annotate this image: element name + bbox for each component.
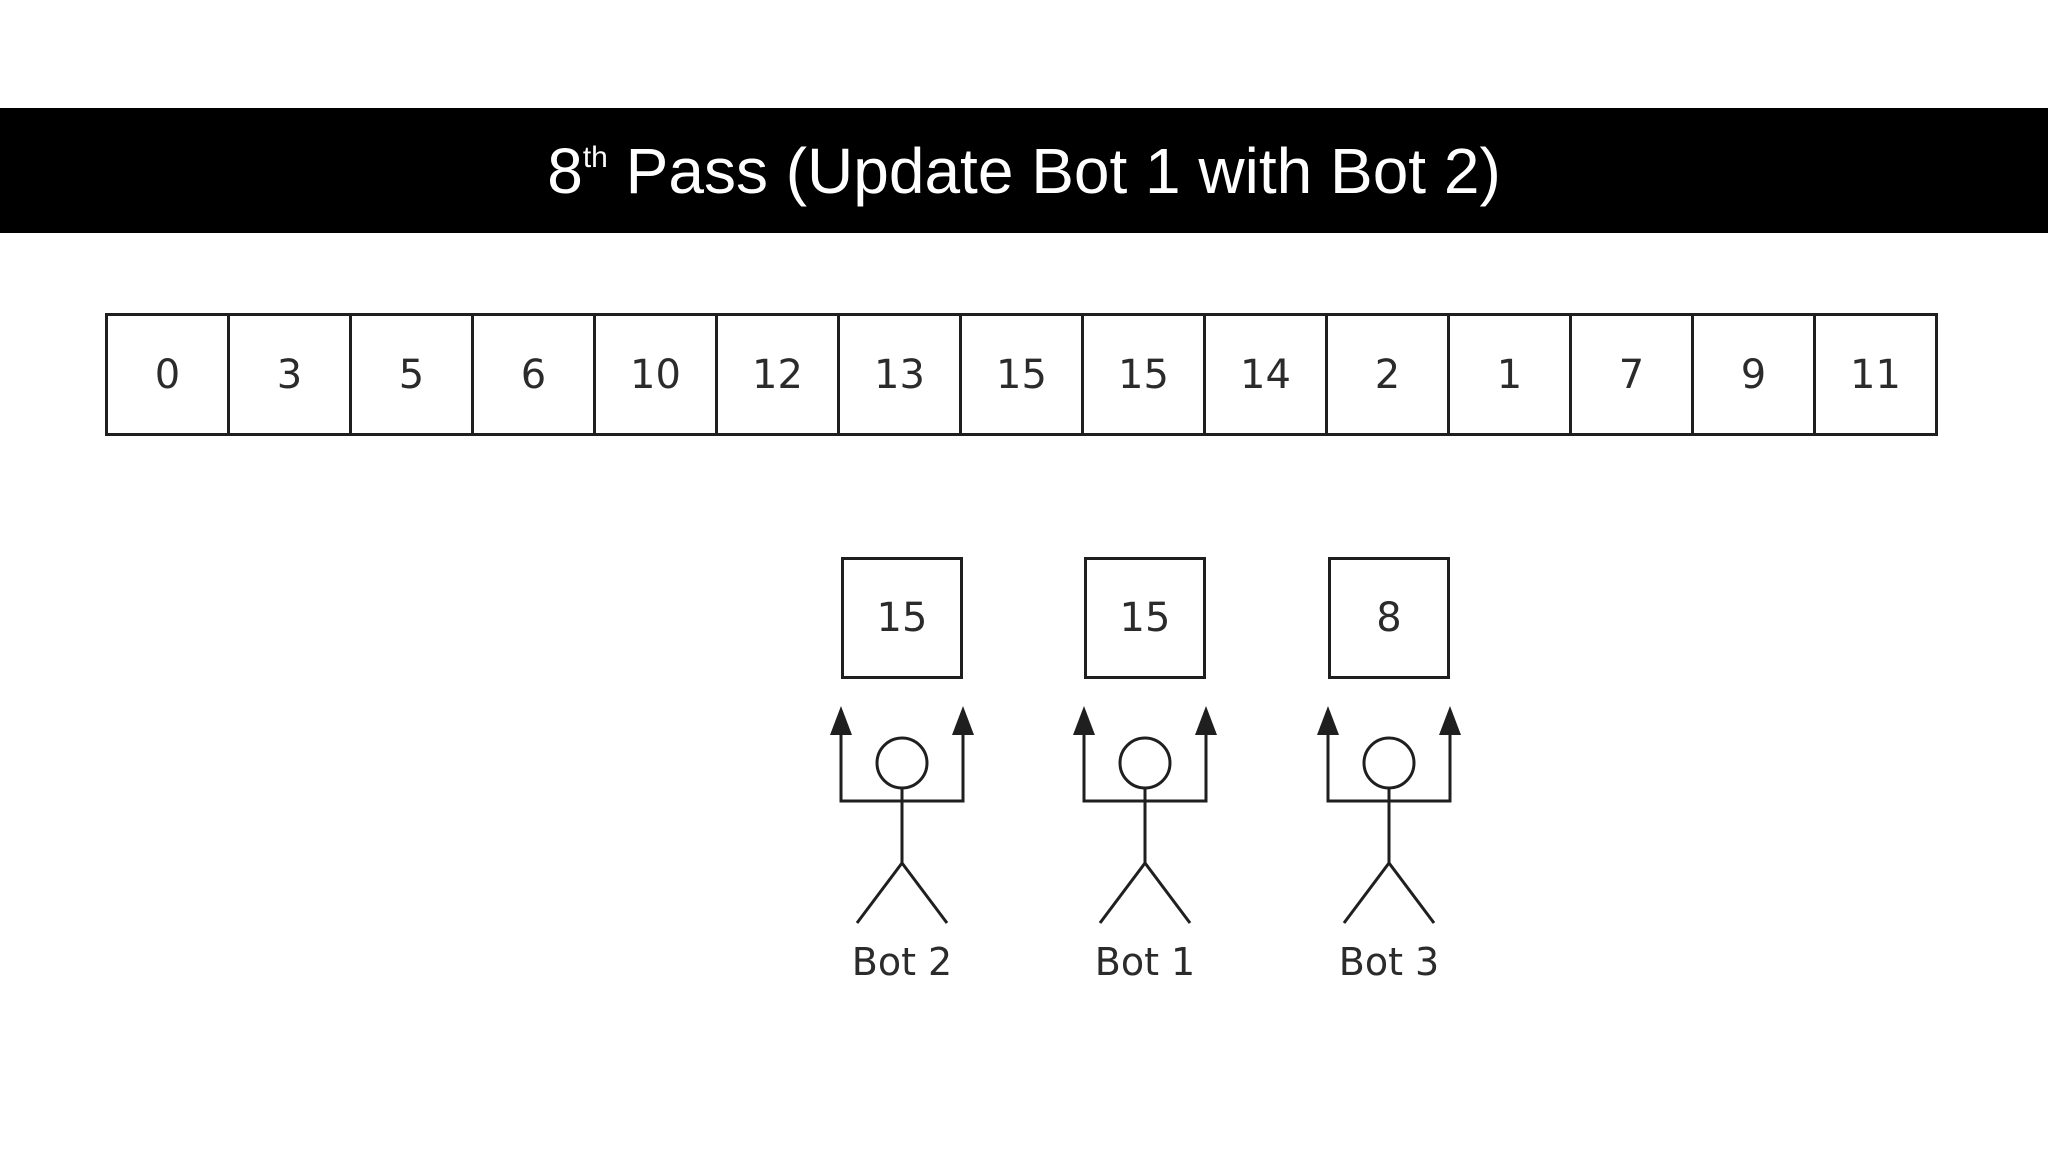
array-cell: 10 <box>593 316 715 433</box>
array-cell: 15 <box>959 316 1081 433</box>
bot-label: Bot 2 <box>851 940 953 984</box>
bot-value-box: 15 <box>841 557 963 679</box>
array-cell: 12 <box>715 316 837 433</box>
legs-line <box>855 860 949 924</box>
array-cell: 13 <box>837 316 959 433</box>
array-cell: 14 <box>1203 316 1325 433</box>
bot-label: Bot 3 <box>1338 940 1440 984</box>
number-array: 0 3 5 6 10 12 13 15 15 14 2 1 7 9 11 <box>105 313 1938 436</box>
up-arrow-right-icon <box>1195 706 1217 735</box>
ordinal-suffix: th <box>582 140 608 174</box>
title-number: 8 <box>547 134 583 207</box>
stick-figure <box>1073 706 1217 924</box>
array-cell: 3 <box>227 316 349 433</box>
bot-value-box: 15 <box>1084 557 1206 679</box>
legs-line <box>1342 860 1436 924</box>
array-cell: 1 <box>1447 316 1569 433</box>
page-title: 8th Pass (Update Bot 1 with Bot 2) <box>547 134 1501 208</box>
up-arrow-left-icon <box>1317 706 1339 735</box>
stick-figure <box>1317 706 1461 924</box>
array-cell: 2 <box>1325 316 1447 433</box>
up-arrow-left-icon <box>830 706 852 735</box>
head-circle <box>1362 736 1416 790</box>
bot-group-3: 8 Bot 3 <box>1304 557 1474 987</box>
title-banner: 8th Pass (Update Bot 1 with Bot 2) <box>0 108 2048 233</box>
array-cell: 11 <box>1813 316 1935 433</box>
title-rest: Pass (Update Bot 1 with Bot 2) <box>607 134 1501 207</box>
array-cell: 6 <box>471 316 593 433</box>
bot-group-2: 15 Bot 2 <box>817 557 987 987</box>
bot-label: Bot 1 <box>1094 940 1196 984</box>
stick-figure <box>830 706 974 924</box>
head-circle <box>875 736 929 790</box>
up-arrow-right-icon <box>1439 706 1461 735</box>
head-circle <box>1118 736 1172 790</box>
array-cell: 7 <box>1569 316 1691 433</box>
array-cell: 15 <box>1081 316 1203 433</box>
array-cell: 9 <box>1691 316 1813 433</box>
bot-group-1: 15 Bot 1 <box>1060 557 1230 987</box>
up-arrow-left-icon <box>1073 706 1095 735</box>
legs-line <box>1098 860 1192 924</box>
up-arrow-right-icon <box>952 706 974 735</box>
bot-value-box: 8 <box>1328 557 1450 679</box>
array-cell: 0 <box>154 351 181 398</box>
array-cell: 5 <box>349 316 471 433</box>
